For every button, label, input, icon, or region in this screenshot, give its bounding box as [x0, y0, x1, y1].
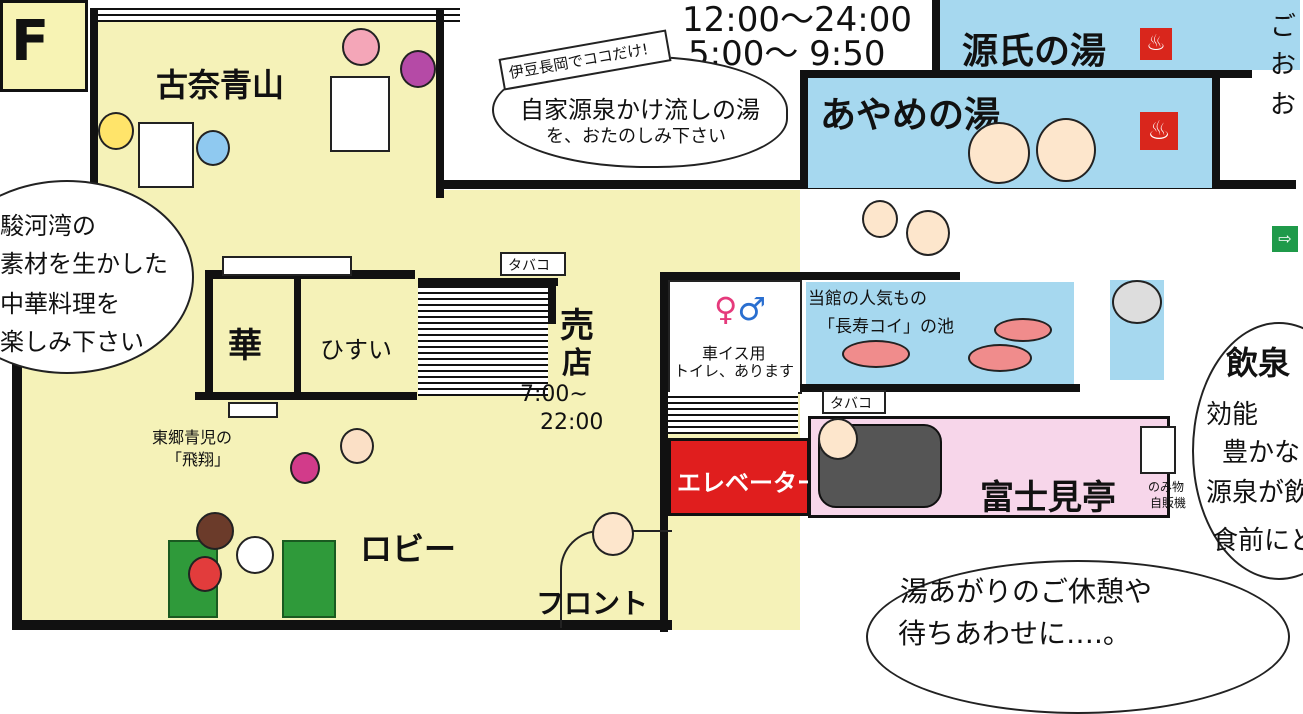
bather-face-1 — [968, 122, 1030, 184]
pond-text-2: 「長寿コイ」の池 — [818, 317, 954, 337]
toilet-text-1: 車イス用 — [702, 344, 766, 363]
staircase — [418, 286, 548, 396]
lobby-guest-1 — [196, 512, 234, 550]
tobacco-sign-right: タバコ — [822, 390, 886, 414]
shop-name-1: 売 — [560, 306, 594, 346]
chinese-callout-line1: 駿河湾の — [0, 212, 96, 240]
corridor-wall — [660, 272, 960, 280]
chinese-callout-line2: 素材を生かした — [0, 250, 168, 278]
bath-callout-line1: 自家源泉かけ流しの湯 — [520, 96, 760, 124]
stair-right-wall — [548, 278, 556, 324]
genji-bath-icon: ♨ — [1140, 28, 1172, 60]
hana-left-wall — [205, 270, 213, 394]
shop-right-wall — [660, 272, 668, 632]
art-label-line2: 「飛翔」 — [166, 450, 231, 469]
hana-divider — [294, 270, 301, 394]
art-panel — [228, 402, 278, 418]
dining-table-1 — [330, 76, 390, 152]
spring-callout-2: 効能 — [1206, 400, 1259, 430]
restaurant-right-wall — [436, 8, 444, 198]
lobby-table — [236, 536, 274, 574]
bath-hours-line1: 12:00～24:00 — [682, 0, 912, 40]
diner-4 — [196, 130, 230, 166]
elevator: エレベーター — [668, 438, 821, 516]
side-text-2: お — [1270, 50, 1297, 80]
ayame-bath-label: あやめの湯 — [820, 95, 1001, 136]
shop-hours-2: 22:00 — [540, 410, 604, 435]
lounge-callout-1: 湯あがりのご休憩や — [900, 575, 1153, 608]
bath-callout-line2: を、おたのしみ下さい — [546, 126, 726, 147]
lobby-chair-right — [282, 540, 336, 618]
elevator-label: エレベーター — [677, 469, 821, 497]
carp-fish-3 — [994, 318, 1052, 342]
bottom-wall — [12, 620, 672, 630]
fujimitei-label: 富士見亭 — [980, 478, 1116, 518]
vending-machine — [1140, 426, 1176, 474]
hana-label: 華 — [228, 326, 262, 366]
genji-left-wall — [932, 0, 940, 80]
spring-callout-4: 源泉が飲 — [1206, 478, 1303, 508]
lobby-guest-2 — [188, 556, 222, 592]
front-label: フロント — [536, 587, 649, 620]
left-wall — [12, 190, 22, 630]
toilet-area — [668, 280, 802, 394]
dining-table-2 — [138, 122, 194, 188]
front-staff — [592, 512, 634, 556]
ayame-left-wall — [800, 70, 808, 188]
spring-callout-3: 豊かな — [1222, 438, 1301, 468]
staff-figure-1 — [862, 200, 898, 238]
side-text-1: ご — [1270, 12, 1297, 42]
staff-figure-2 — [906, 210, 950, 256]
lounge-callout-2: 待ちあわせに….。 — [898, 617, 1131, 650]
pond-text-1: 当館の人気もの — [808, 289, 927, 309]
spring-fountain — [1112, 280, 1162, 324]
hisui-label: ひすい — [320, 336, 392, 364]
bather-face-2 — [1036, 118, 1096, 182]
ayame-top-wall — [800, 70, 1220, 78]
floor-label-box: F — [0, 0, 88, 92]
tobacco-sign-left: タバコ — [500, 252, 566, 276]
vending-label-2: 自販機 — [1150, 496, 1187, 510]
chinese-callout-line4: 楽しみ下さい — [0, 328, 144, 356]
parent-figure — [340, 428, 374, 464]
kona-aoyama-label: 古奈青山 — [156, 66, 285, 104]
shop-name-2: 店 — [562, 346, 592, 381]
lobby-label: ロビー — [360, 530, 457, 568]
genji-bath-label: 源氏の湯 — [962, 31, 1107, 72]
hana-bottom-wall — [195, 392, 417, 400]
hot-spring-icon: ♨ — [1140, 112, 1178, 150]
spring-callout-5: 食前にど — [1212, 526, 1303, 556]
floor-label: F — [11, 9, 50, 74]
hana-counter — [222, 256, 352, 276]
ayame-right-wall — [1212, 70, 1220, 188]
restroom-icon: ♀♂ — [713, 290, 767, 328]
shop-hours-1: 7:00~ — [520, 382, 588, 407]
pond-bottom-wall — [800, 384, 1080, 392]
carp-fish-2 — [968, 344, 1032, 372]
top-wall — [95, 8, 460, 22]
diner-3 — [98, 112, 134, 150]
spring-callout-1: 飲泉 — [1226, 344, 1291, 382]
tobacco-label-right: タバコ — [830, 396, 872, 412]
stair-top-wall — [418, 278, 558, 286]
child-figure — [290, 452, 320, 484]
resting-guest — [818, 418, 858, 460]
carp-fish-1 — [842, 340, 910, 368]
left-upper-wall — [90, 8, 98, 198]
chinese-callout-line3: 中華料理を — [0, 290, 120, 318]
side-text-3: お — [1270, 90, 1297, 120]
genji-bath-area — [940, 0, 1300, 70]
vending-label-1: のみ物 — [1148, 480, 1185, 494]
diner-2 — [400, 50, 436, 88]
chinese-food-callout-bubble — [0, 180, 194, 374]
corridor-stripes — [668, 392, 798, 434]
toilet-text-2: トイレ、あります — [674, 362, 795, 380]
diner-1 — [342, 28, 380, 66]
art-label-line1: 東郷青児の — [152, 428, 233, 447]
tobacco-label-left: タバコ — [508, 258, 550, 274]
exit-sign: ⇨ — [1272, 226, 1298, 252]
